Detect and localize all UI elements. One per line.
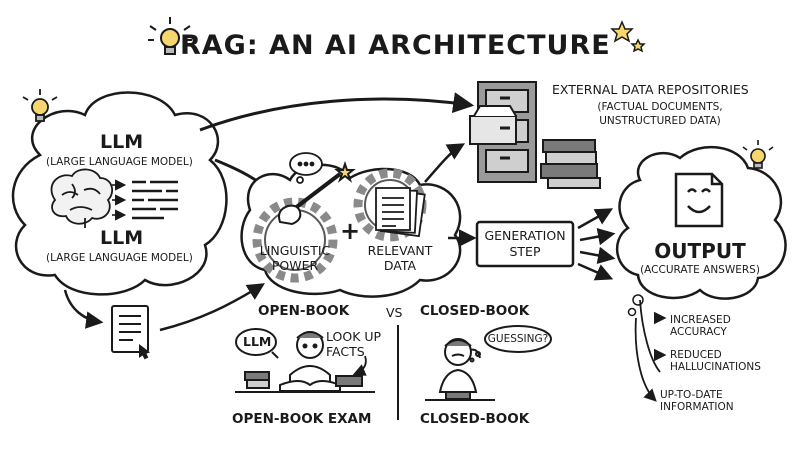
student-open-book-icon: [235, 328, 375, 393]
llm-subtitle-top: (LARGE LANGUAGE MODEL): [46, 156, 193, 168]
repositories-sub-2: UNSTRUCTURED DATA): [599, 115, 721, 127]
output-subtitle: (ACCURATE ANSWERS): [640, 264, 760, 276]
arrows-icon: [112, 179, 127, 221]
page-title: RAG: AN AI ARCHITECTURE: [180, 30, 611, 61]
llm-subtitle-bottom: (LARGE LANGUAGE MODEL): [46, 252, 193, 264]
arrow-document-to-gears: [159, 283, 265, 332]
document-icon: [111, 305, 151, 360]
llm-bubble-text: LLM: [243, 334, 272, 349]
books-icon: [540, 139, 601, 189]
benefit-up-to-date: UP-TO-DATE INFORMATION: [660, 389, 734, 414]
documents-icon: [375, 187, 426, 238]
open-book-caption: OPEN-BOOK EXAM: [232, 411, 372, 427]
text-lines-icon: [132, 180, 178, 220]
arrows-to-output: [577, 208, 616, 281]
closed-book-caption: CLOSED-BOOK: [420, 411, 530, 427]
benefit-arrows: [634, 299, 667, 402]
closed-book-label: CLOSED-BOOK: [420, 303, 530, 319]
brain-icon: [50, 168, 114, 228]
wand-icon: [278, 160, 356, 226]
student-closed-book-icon: [425, 325, 552, 401]
lightbulb-icon: [148, 17, 192, 55]
lightbulb-icon: [742, 140, 774, 169]
repositories-title: EXTERNAL DATA REPOSITORIES: [552, 82, 749, 97]
smiley-document-icon: [674, 172, 724, 228]
generation-step-2: STEP: [509, 244, 541, 259]
output-title: OUTPUT: [654, 239, 746, 263]
linguistic-power-2: POWER: [271, 258, 319, 273]
benefit-accuracy: INCREASED ACCURACY: [670, 314, 731, 339]
guessing-text: GUESSING?: [487, 333, 549, 345]
arrow-to-repositories: [199, 92, 475, 132]
arrow-look-up: [352, 355, 367, 376]
thought-bubble: [289, 152, 323, 184]
repositories-sub-1: (FACTUAL DOCUMENTS,: [597, 101, 723, 113]
relevant-data-1: RELEVANT: [367, 243, 433, 258]
generation-step-1: GENERATION: [484, 228, 566, 243]
llm-cloud: [11, 91, 228, 296]
arrow-to-repositories: [424, 143, 466, 183]
open-book-label: OPEN-BOOK: [258, 303, 350, 319]
generation-box: [475, 220, 575, 268]
filing-cabinet-icon: [469, 81, 537, 183]
llm-title-top: LLM: [100, 131, 144, 153]
look-up-facts-1: LOOK UP: [326, 329, 382, 344]
relevant-data-2: DATA: [383, 258, 417, 273]
lightbulb-icon: [22, 89, 58, 122]
llm-title-bottom: LLM: [100, 227, 144, 249]
look-up-facts-2: FACTS: [326, 344, 365, 359]
plus-sign: +: [340, 217, 361, 245]
vs-label: VS: [386, 305, 403, 320]
linguistic-power-1: LINGUISTIC: [259, 243, 331, 258]
benefit-hallucinations: REDUCED HALLUCINATIONS: [670, 349, 761, 374]
stars-icon: [610, 20, 646, 53]
arrow-to-document: [63, 289, 104, 329]
